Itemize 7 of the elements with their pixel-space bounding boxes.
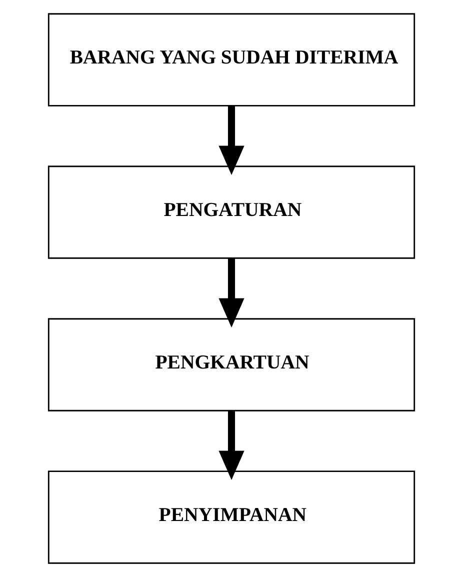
arrow [218,258,244,328]
node-box: BARANG YANG SUDAH DITERIMA [47,13,415,106]
node-box: PENGATURAN [47,166,415,259]
arrow [218,410,244,480]
node-box: PENYIMPANAN [47,470,415,564]
arrow [218,106,244,176]
node-box: PENGKARTUAN [47,318,415,412]
